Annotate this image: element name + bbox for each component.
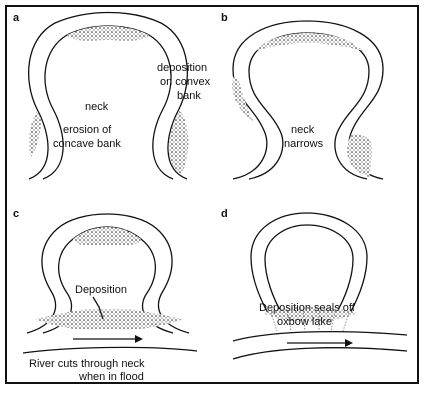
panel-c-bed-line: [23, 347, 197, 353]
panel-d-new-channel-bank-upper: [233, 332, 407, 341]
panel-a-deposition-label: deposition: [157, 62, 207, 74]
meander-cutoff-diagram: a neck deposition on convex bank erosion…: [7, 7, 417, 382]
panel-a-erosion-label: erosion of: [63, 124, 112, 136]
diagram-frame: a neck deposition on convex bank erosion…: [5, 5, 419, 384]
panel-d-letter: d: [221, 208, 228, 220]
panel-d-flow-arrow-head: [345, 339, 353, 347]
panel-b-narrows-label: narrows: [284, 138, 324, 150]
panel-b-point-bar-deposit: [255, 33, 363, 51]
panel-b: b neck narrows: [221, 12, 383, 179]
panel-b-right-deposit: [347, 134, 372, 177]
panel-c-letter: c: [13, 208, 19, 220]
panel-c-flow-arrow-head: [135, 335, 143, 343]
panel-a-concave-label: concave bank: [53, 138, 121, 150]
panel-c-river-cuts-label: River cuts through neck: [29, 358, 145, 370]
panel-a-neck-label: neck: [85, 101, 109, 113]
panel-d-oxbow-label: oxbow lake: [277, 316, 332, 328]
panel-c: c Deposition River cuts through neck whe…: [13, 208, 197, 382]
panel-c-point-bar-deposit: [73, 227, 141, 245]
panel-a-left-deposit: [29, 111, 41, 157]
panel-d: d Deposition seals off oxbow lake: [221, 208, 407, 359]
panel-a: a neck deposition on convex bank erosion…: [13, 12, 211, 179]
panel-a-bank-label: bank: [177, 90, 201, 102]
panel-b-letter: b: [221, 12, 228, 24]
panel-a-point-bar-deposit: [67, 26, 149, 41]
panel-b-neck-label: neck: [291, 124, 315, 136]
panel-c-deposition-label: Deposition: [75, 284, 127, 296]
panel-c-flood-label: when in flood: [78, 371, 144, 382]
panel-d-new-channel-bank-lower: [233, 348, 407, 359]
panel-a-convex-label: on convex: [160, 76, 211, 88]
panel-a-letter: a: [13, 12, 20, 24]
panel-d-seals-label: Deposition seals off: [259, 302, 356, 314]
panel-d-oxbow-outer-bank: [251, 213, 367, 315]
